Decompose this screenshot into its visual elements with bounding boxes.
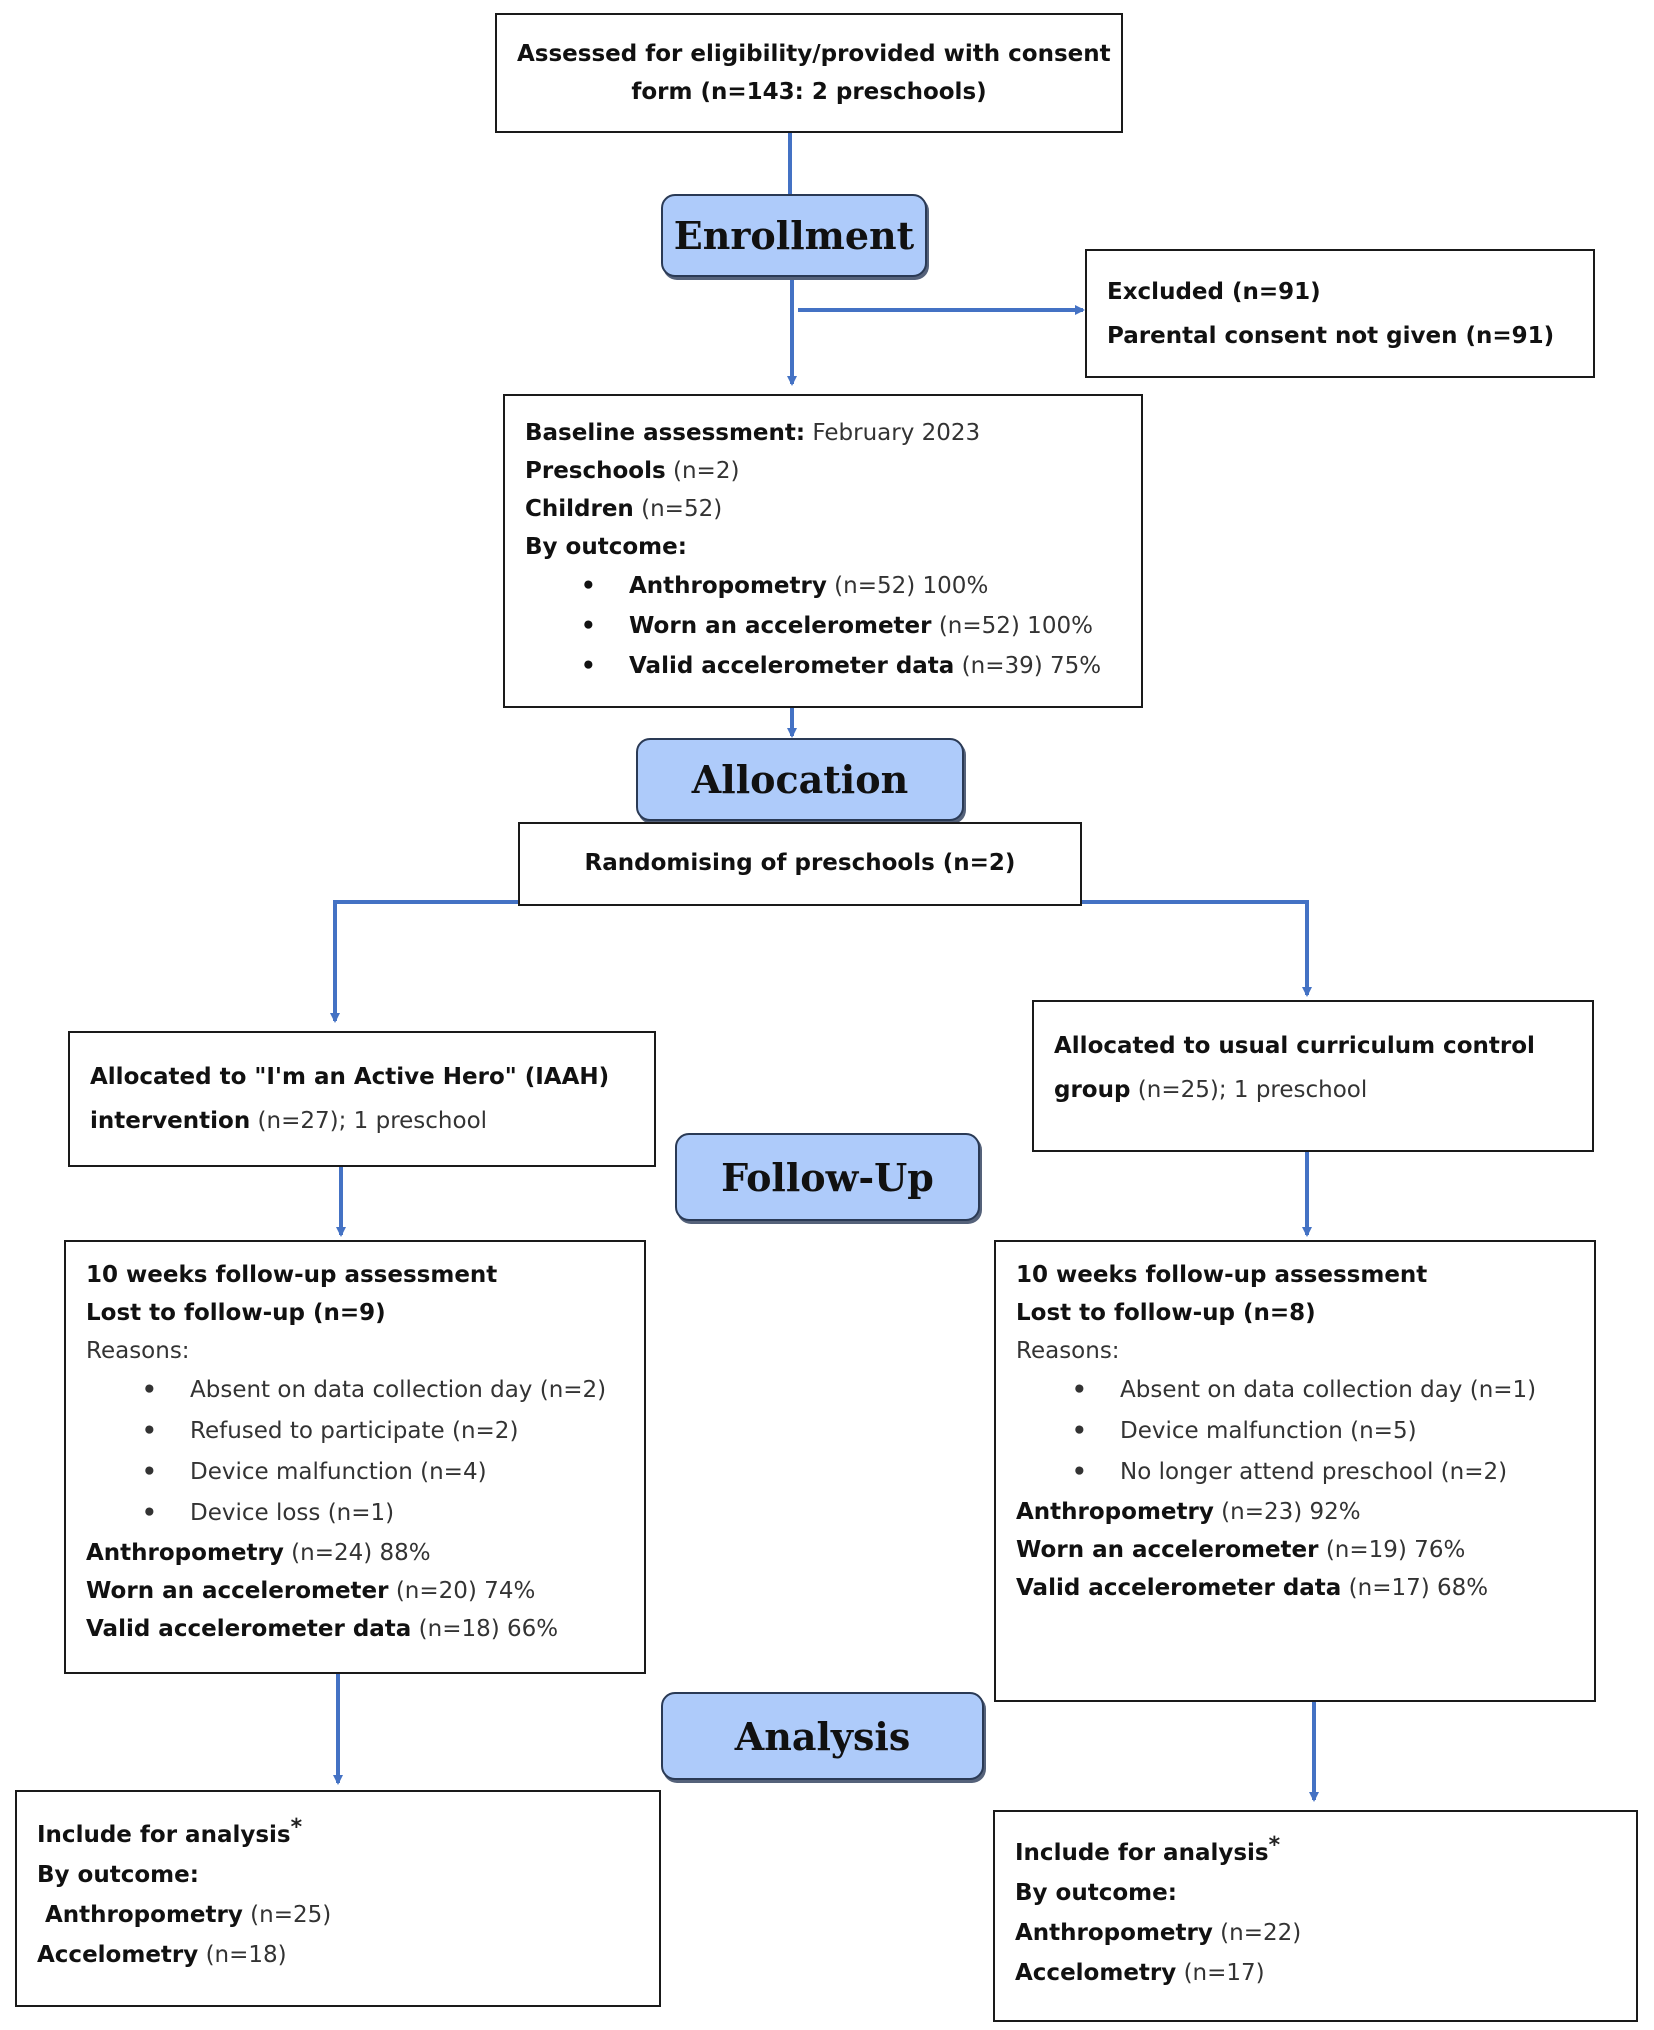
- followup-left-reasons: Absent on data collection day (n=2) Refu…: [142, 1370, 624, 1534]
- followup-right-reasons-label: Reasons:: [1016, 1338, 1120, 1364]
- control-line-2: group (n=25); 1 preschool: [1054, 1077, 1368, 1103]
- baseline-line: Baseline assessment: February 2023: [525, 414, 1121, 452]
- baseline-by-outcome: By outcome:: [525, 534, 687, 560]
- eligibility-line-1: Assessed for eligibility/provided with c…: [517, 41, 1111, 67]
- followup-left-outcome-2: Worn an accelerometer (n=20) 74%: [86, 1578, 536, 1604]
- baseline-date: February 2023: [812, 420, 981, 446]
- analysis-left-item-2: Accelometry (n=18): [37, 1942, 287, 1968]
- followup-left-outcome-1: Anthropometry (n=24) 88%: [86, 1540, 431, 1566]
- connector-to-intervention: [330, 900, 518, 1023]
- list-item: Valid accelerometer data (n=39) 75%: [581, 646, 1121, 686]
- followup-left-title: 10 weeks follow-up assessment: [86, 1262, 498, 1288]
- list-item: Refused to participate (n=2): [142, 1411, 624, 1452]
- baseline-box: Baseline assessment: February 2023 Presc…: [503, 394, 1143, 708]
- followup-left-box: 10 weeks follow-up assessment Lost to fo…: [64, 1240, 646, 1674]
- followup-right-reasons: Absent on data collection day (n=1) Devi…: [1072, 1370, 1574, 1493]
- eligibility-box: Assessed for eligibility/provided with c…: [495, 13, 1123, 133]
- stage-analysis: Analysis: [661, 1692, 984, 1780]
- list-item: Device loss (n=1): [142, 1493, 624, 1534]
- excluded-box: Excluded (n=91) Parental consent not giv…: [1085, 249, 1595, 378]
- baseline-preschools: Preschools (n=2): [525, 452, 1121, 490]
- list-item: Device malfunction (n=4): [142, 1452, 624, 1493]
- analysis-right-by-outcome: By outcome:: [1015, 1880, 1177, 1906]
- analysis-left-by-outcome: By outcome:: [37, 1862, 199, 1888]
- stage-enrollment: Enrollment: [661, 194, 927, 277]
- analysis-left-item-1: Anthropometry (n=25): [45, 1902, 332, 1928]
- analysis-left-title: Include for analysis: [37, 1822, 291, 1848]
- baseline-label: Baseline assessment:: [525, 420, 806, 446]
- analysis-right-box: Include for analysis* By outcome: Anthro…: [993, 1810, 1638, 2022]
- list-item: Device malfunction (n=5): [1072, 1411, 1574, 1452]
- analysis-right-item-2: Accelometry (n=17): [1015, 1960, 1265, 1986]
- followup-right-box: 10 weeks follow-up assessment Lost to fo…: [994, 1240, 1596, 1702]
- control-line-1: Allocated to usual curriculum control: [1054, 1033, 1535, 1059]
- followup-left-reasons-label: Reasons:: [86, 1338, 190, 1364]
- baseline-outcome-list: Anthropometry (n=52) 100% Worn an accele…: [581, 566, 1121, 686]
- baseline-children: Children (n=52): [525, 490, 1121, 528]
- analysis-right-title: Include for analysis: [1015, 1840, 1269, 1866]
- analysis-right-item-1: Anthropometry (n=22): [1015, 1920, 1302, 1946]
- control-box: Allocated to usual curriculum control gr…: [1032, 1000, 1594, 1152]
- analysis-right-title-line: Include for analysis*: [1015, 1826, 1616, 1873]
- analysis-left-title-line: Include for analysis*: [37, 1808, 639, 1855]
- followup-left-lost: Lost to follow-up (n=9): [86, 1300, 386, 1326]
- followup-right-outcome-3: Valid accelerometer data (n=17) 68%: [1016, 1575, 1489, 1601]
- randomising-box: Randomising of preschools (n=2): [518, 822, 1082, 906]
- list-item: Absent on data collection day (n=1): [1072, 1370, 1574, 1411]
- followup-right-lost: Lost to follow-up (n=8): [1016, 1300, 1316, 1326]
- intervention-line-2: intervention (n=27); 1 preschool: [90, 1108, 488, 1134]
- followup-left-outcome-3: Valid accelerometer data (n=18) 66%: [86, 1616, 559, 1642]
- eligibility-line-2: form (n=143: 2 preschools): [631, 79, 987, 105]
- baseline-preschools-label: Preschools: [525, 458, 666, 484]
- stage-allocation: Allocation: [636, 738, 964, 821]
- followup-right-outcome-1: Anthropometry (n=23) 92%: [1016, 1499, 1361, 1525]
- intervention-box: Allocated to "I'm an Active Hero" (IAAH)…: [68, 1031, 656, 1167]
- stage-follow-up: Follow-Up: [675, 1133, 980, 1221]
- excluded-reason: Parental consent not given (n=91): [1107, 323, 1555, 349]
- list-item: Anthropometry (n=52) 100%: [581, 566, 1121, 606]
- list-item: No longer attend preschool (n=2): [1072, 1452, 1574, 1493]
- baseline-children-label: Children: [525, 496, 634, 522]
- asterisk-mark: *: [1268, 1833, 1281, 1858]
- baseline-preschools-n: (n=2): [673, 458, 740, 484]
- connector-to-control: [1080, 900, 1312, 997]
- excluded-title: Excluded (n=91): [1107, 279, 1321, 305]
- list-item: Absent on data collection day (n=2): [142, 1370, 624, 1411]
- analysis-left-box: Include for analysis* By outcome: Anthro…: [15, 1790, 661, 2007]
- randomising-text: Randomising of preschools (n=2): [584, 850, 1016, 876]
- asterisk-mark: *: [290, 1815, 303, 1840]
- list-item: Worn an accelerometer (n=52) 100%: [581, 606, 1121, 646]
- followup-right-outcome-2: Worn an accelerometer (n=19) 76%: [1016, 1537, 1466, 1563]
- followup-right-title: 10 weeks follow-up assessment: [1016, 1262, 1428, 1288]
- intervention-line-1: Allocated to "I'm an Active Hero" (IAAH): [90, 1064, 610, 1090]
- baseline-children-n: (n=52): [641, 496, 723, 522]
